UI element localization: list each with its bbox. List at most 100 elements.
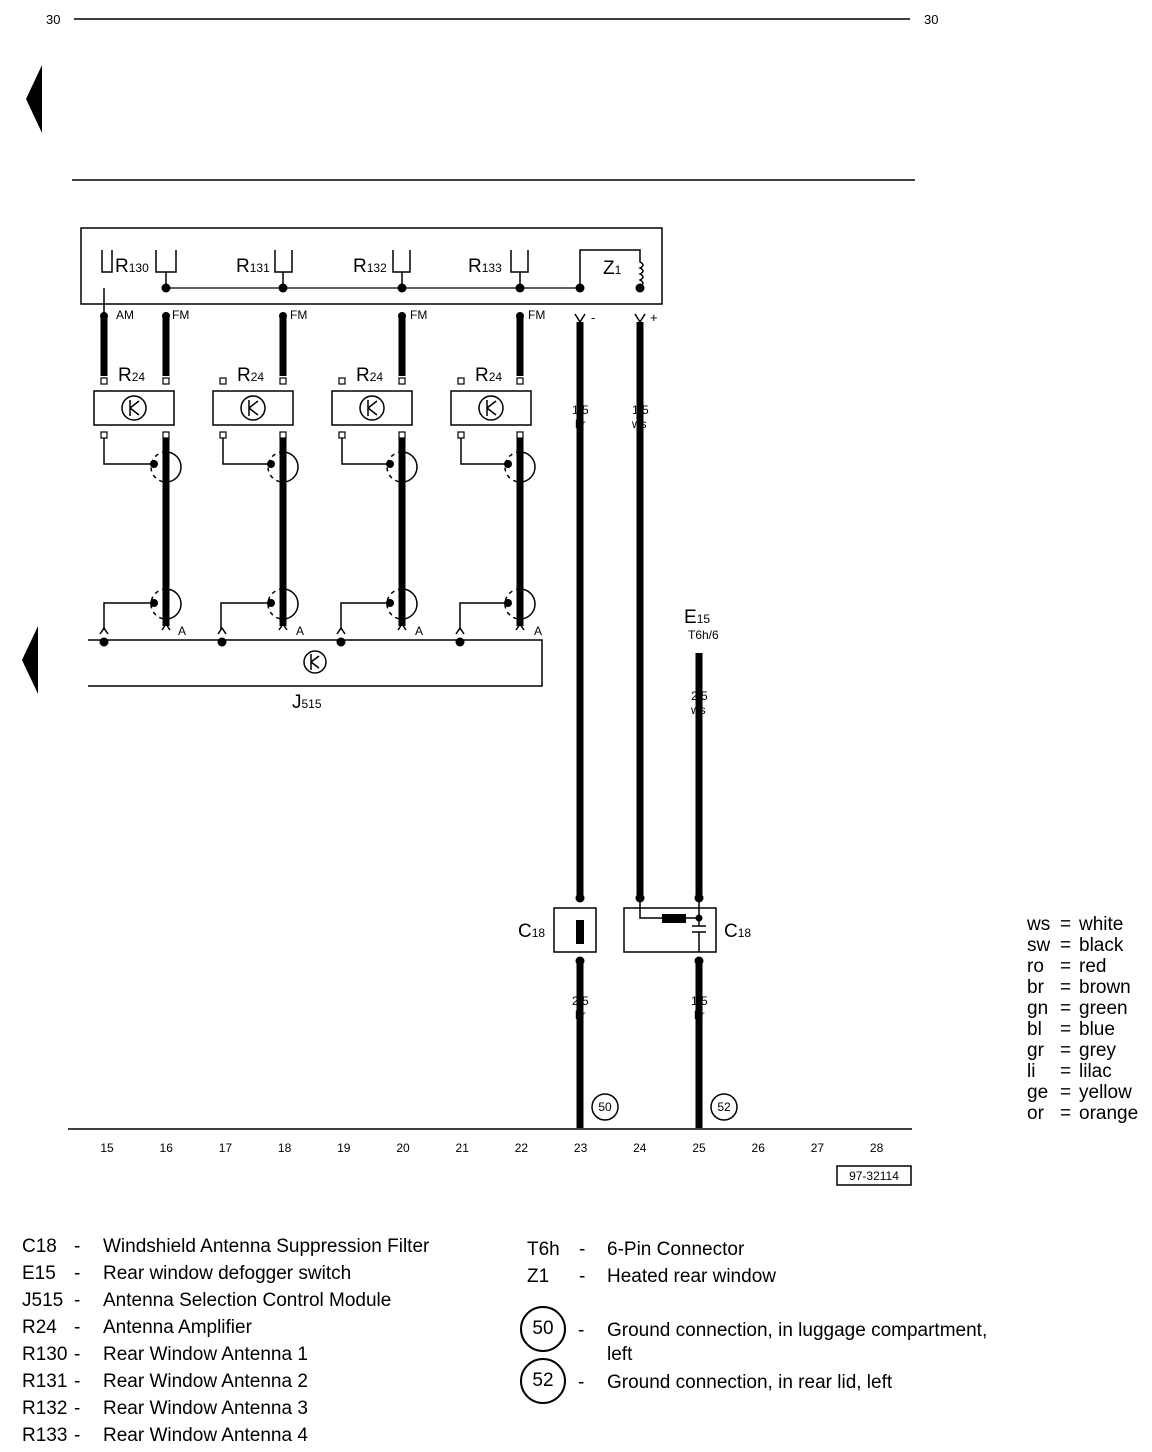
track-number: 16: [160, 1141, 174, 1155]
color-code: sw: [1027, 935, 1051, 956]
legend-code: R132: [22, 1398, 68, 1419]
color-code-equals: =: [1060, 1082, 1072, 1103]
wiring-diagram: 30 30 R130 R131 R132 R133 Z1 AM FM FM FM…: [46, 12, 938, 1186]
color-code: gn: [1027, 998, 1049, 1019]
shield-nodes: [150, 460, 512, 607]
legend-code: Z1: [527, 1266, 550, 1287]
color-code: ge: [1027, 1082, 1049, 1103]
bus-nodes: [161, 283, 645, 293]
legend-row: R130-Rear Window Antenna 1: [22, 1344, 502, 1366]
legend-description-line2: left: [607, 1344, 633, 1365]
color-name: white: [1079, 914, 1124, 935]
track-number: 28: [870, 1141, 884, 1155]
track-number: 25: [692, 1141, 706, 1155]
legend-row: T6h-6-Pin Connector: [527, 1239, 1027, 1261]
legend-row: -Ground connection, in rear lid, left: [518, 1372, 1078, 1418]
legend-row: R132- Rear Window Antenna 3: [22, 1398, 502, 1420]
legend-row: R24- Antenna Amplifier: [22, 1317, 502, 1339]
legend-dash: -: [74, 1398, 81, 1419]
legend-row: E15- Rear window defogger switch: [22, 1263, 502, 1285]
color-code: gr: [1027, 1040, 1044, 1061]
j515-box: [88, 639, 543, 687]
legend-code: C18: [22, 1236, 57, 1257]
legend-dash: -: [579, 1266, 586, 1287]
color-code: ws: [1027, 914, 1051, 935]
track-number: 19: [337, 1141, 351, 1155]
legend-description: Antenna Amplifier: [103, 1317, 252, 1338]
track-number: 17: [219, 1141, 233, 1155]
legend-row: R131-Rear Window Antenna 2: [22, 1371, 502, 1393]
antenna-r132-symbol: [392, 250, 411, 288]
legend-dash: -: [74, 1236, 81, 1257]
legend-code: R24: [22, 1317, 57, 1338]
legend-dash: -: [74, 1290, 81, 1311]
amplifier-r24-group: [93, 377, 532, 439]
color-code: bl: [1027, 1019, 1042, 1040]
legend-dash: -: [74, 1425, 81, 1446]
label-r133: R133: [468, 256, 502, 277]
color-code-equals: =: [1060, 1040, 1072, 1061]
color-code-equals: =: [1060, 977, 1072, 998]
color-code: ro: [1027, 956, 1044, 977]
color-code-equals: =: [1060, 935, 1072, 956]
color-code: li: [1027, 1061, 1036, 1082]
color-name: lilac: [1079, 1061, 1112, 1082]
wire-label-br-color: br: [575, 417, 586, 431]
legend-row: Z1 -Heated rear window: [527, 1266, 1027, 1288]
track-number: 15: [100, 1141, 114, 1155]
c18-filters: [553, 893, 717, 966]
legend-description: Ground connection, in luggage compartmen…: [607, 1320, 988, 1341]
wire-label-br-size: 1,5: [572, 403, 589, 417]
pin-a-1: A: [178, 624, 186, 638]
legend-description: Antenna Selection Control Module: [103, 1290, 392, 1311]
label-r24-3: R24: [356, 365, 383, 386]
figure-id: 97-32114: [849, 1169, 899, 1183]
legend-code: E15: [22, 1263, 56, 1284]
legend-description: Rear window defogger switch: [103, 1263, 352, 1284]
color-code: or: [1027, 1103, 1044, 1124]
ground-symbol: 50: [520, 1306, 566, 1352]
z1-minus-arrow-icon: [574, 313, 586, 324]
legend-dash: -: [74, 1263, 81, 1284]
label-e15: E15: [684, 607, 710, 628]
legend-description: Windshield Antenna Suppression Filter: [103, 1236, 430, 1257]
wire-label-e15-color: ws: [690, 703, 706, 717]
antenna-r131-symbol: [274, 250, 293, 288]
track-number: 21: [456, 1141, 470, 1155]
legend-dash: -: [74, 1317, 81, 1338]
legend-description: Rear Window Antenna 3: [103, 1398, 308, 1419]
label-c18-right: C18: [724, 921, 751, 942]
track-number: 22: [515, 1141, 529, 1155]
legend-description: Rear Window Antenna 1: [103, 1344, 308, 1365]
legend-description: 6-Pin Connector: [607, 1239, 745, 1260]
coax-shields: [103, 438, 536, 630]
color-name: red: [1079, 956, 1107, 977]
legend-code: R130: [22, 1344, 68, 1365]
label-r24-4: R24: [475, 365, 502, 386]
color-code-equals: =: [1060, 1103, 1072, 1124]
legend-row: C18- Windshield Antenna Suppression Filte…: [22, 1236, 502, 1258]
color-name: green: [1079, 998, 1128, 1019]
previous-section-arrow-icon[interactable]: [22, 626, 38, 694]
legend-description: Heated rear window: [607, 1266, 776, 1287]
ground-symbol-52: [710, 1093, 738, 1121]
label-z1: Z1: [603, 258, 622, 279]
label-r132: R132: [353, 256, 387, 277]
rear-window-box: [80, 227, 663, 305]
color-name: brown: [1079, 977, 1131, 998]
color-code-equals: =: [1060, 1019, 1072, 1040]
legend-row: - Ground connection, in luggage compartme…: [518, 1320, 1078, 1366]
label-j515: J515: [292, 692, 322, 713]
legend-dash: -: [578, 1320, 585, 1341]
previous-page-arrow-icon[interactable]: [26, 65, 42, 133]
antenna-wires: [100, 318, 524, 376]
antenna-r133-symbol: [510, 250, 529, 288]
legend-code: T6h: [527, 1239, 560, 1260]
track-number: 18: [278, 1141, 292, 1155]
color-name: orange: [1079, 1103, 1139, 1124]
track-number: 26: [752, 1141, 766, 1155]
legend-dash: -: [578, 1372, 585, 1393]
ground-legend: 50- Ground connection, in luggage compart…: [518, 1306, 1078, 1406]
color-code-equals: =: [1060, 1061, 1072, 1082]
